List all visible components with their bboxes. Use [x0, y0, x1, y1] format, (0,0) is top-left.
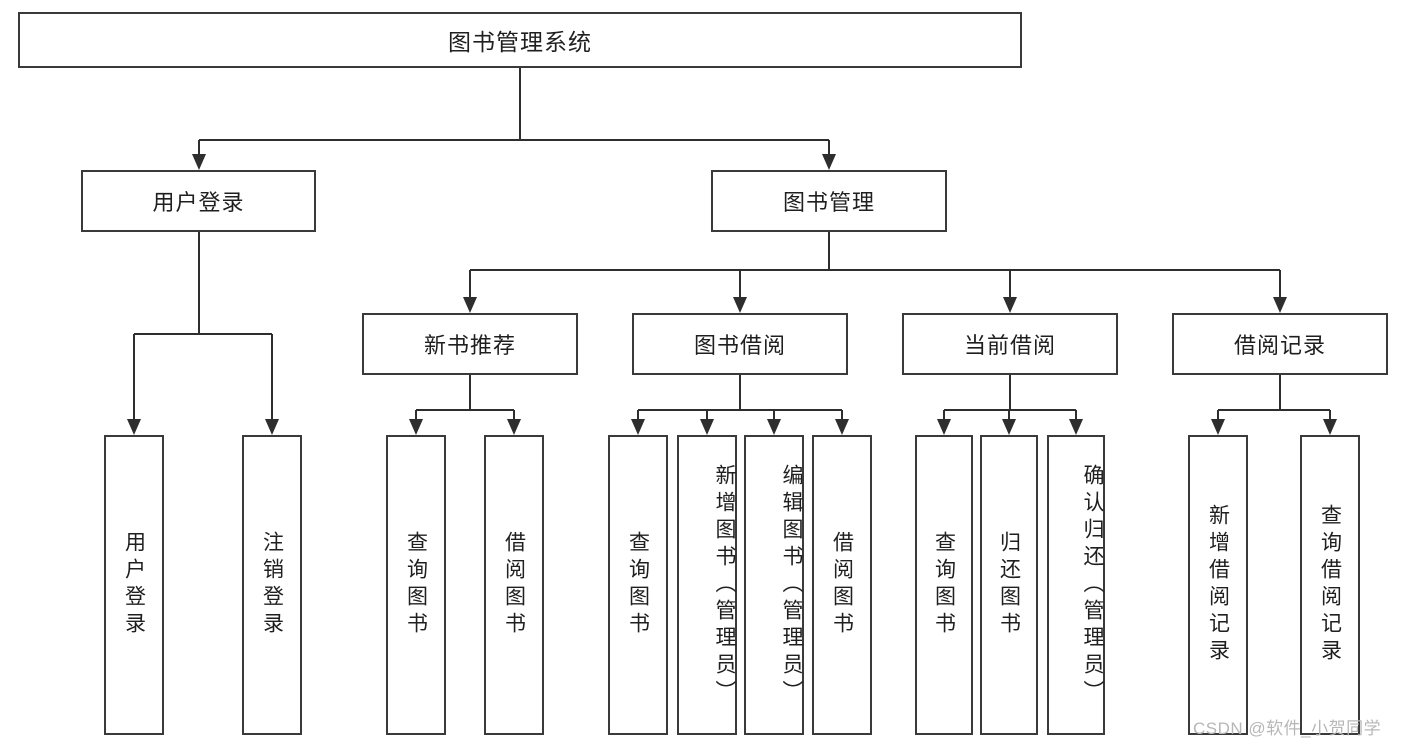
arrow-to-leaf-12 — [1323, 419, 1337, 435]
node-user-login[interactable]: 用户登录 — [81, 170, 316, 232]
arrow-to-leaf-9 — [1002, 419, 1016, 435]
connector-to-level3-3 — [1279, 270, 1281, 297]
leaf-query-borrow-record[interactable]: 查询借阅记录 — [1300, 435, 1360, 735]
arrow-to-leaf-4 — [631, 419, 645, 435]
node-label: 注销登录 — [260, 531, 284, 639]
node-label: 新书推荐 — [423, 333, 516, 358]
leaf-user-login[interactable]: 用户登录 — [104, 435, 164, 735]
arrow-to-level3-3 — [1273, 297, 1287, 313]
node-label: 借阅图书 — [502, 531, 526, 639]
node-label: 查询图书 — [626, 531, 650, 639]
node-book-management[interactable]: 图书管理 — [711, 170, 947, 232]
connector-to-leaf-2 — [415, 410, 417, 419]
leaf-borrow-books-rec[interactable]: 借阅图书 — [484, 435, 544, 735]
leaf-query-books-rec[interactable]: 查询图书 — [386, 435, 446, 735]
node-current-borrowing[interactable]: 当前借阅 — [902, 313, 1118, 375]
node-label: 借阅图书 — [830, 531, 854, 639]
connector-to-leaf-12 — [1329, 410, 1331, 419]
leaf-confirm-return-admin[interactable]: 确认归还（管理员） — [1047, 435, 1105, 735]
connector-to-leaf-4 — [637, 410, 639, 419]
connector-to-leaf-0 — [133, 334, 135, 419]
leaf-add-borrow-record[interactable]: 新增借阅记录 — [1188, 435, 1248, 735]
connector-to-level3-0 — [469, 270, 471, 297]
connector-bar-图书借阅 — [638, 409, 842, 411]
connector-bm-stem — [828, 232, 830, 270]
connector-bar-借阅记录 — [1218, 409, 1330, 411]
connector-to-level3-1 — [739, 270, 741, 297]
connector-to-leaf-6 — [773, 410, 775, 419]
node-label: 查询借阅记录 — [1318, 504, 1342, 666]
connector-to-leaf-7 — [841, 410, 843, 419]
node-label: 编辑图书（管理员） — [780, 463, 803, 707]
arrow-to-level3-1 — [733, 297, 747, 313]
connector-to-leaf-5 — [706, 410, 708, 419]
connector-root-bar — [198, 139, 829, 141]
node-label: 当前借阅 — [963, 333, 1056, 358]
node-label: 图书管理系统 — [448, 29, 592, 55]
connector-to-level3-2 — [1009, 270, 1011, 297]
connector-bar-新书推荐 — [416, 409, 514, 411]
node-label: 借阅记录 — [1233, 333, 1326, 358]
leaf-edit-book-admin[interactable]: 编辑图书（管理员） — [744, 435, 804, 735]
arrow-to-leaf-8 — [937, 419, 951, 435]
connector-to-leaf-3 — [513, 410, 515, 419]
arrow-to-level2-1 — [822, 154, 836, 170]
node-label: 查询图书 — [932, 531, 956, 639]
arrow-to-level3-0 — [463, 297, 477, 313]
node-label: 图书管理 — [782, 190, 875, 215]
connector-stem-用户登录 — [197, 232, 200, 334]
connector-to-leaf-11 — [1217, 410, 1219, 419]
connector-bm-bar — [470, 269, 1280, 271]
arrow-to-leaf-1 — [265, 419, 279, 435]
arrow-to-leaf-6 — [767, 419, 781, 435]
connector-to-leaf-1 — [271, 334, 273, 419]
leaf-query-books-borrow[interactable]: 查询图书 — [608, 435, 668, 735]
arrow-to-leaf-3 — [507, 419, 521, 435]
arrow-to-leaf-7 — [835, 419, 849, 435]
connector-to-leaf-10 — [1075, 410, 1077, 419]
node-label: 用户登录 — [152, 190, 245, 215]
leaf-add-book-admin[interactable]: 新增图书（管理员） — [677, 435, 737, 735]
node-borrow-records[interactable]: 借阅记录 — [1172, 313, 1388, 375]
leaf-logout[interactable]: 注销登录 — [242, 435, 302, 735]
connector-to-leaf-9 — [1008, 410, 1010, 419]
connector-to-leaf-8 — [943, 410, 945, 419]
arrow-to-leaf-5 — [700, 419, 714, 435]
connector-stem-新书推荐 — [469, 375, 471, 410]
connector-to-level2-1 — [828, 140, 830, 154]
leaf-borrow-books[interactable]: 借阅图书 — [812, 435, 872, 735]
connector-bar-当前借阅 — [944, 409, 1076, 411]
node-label: 新增图书（管理员） — [713, 463, 736, 707]
leaf-query-books-current[interactable]: 查询图书 — [915, 435, 973, 735]
connector-to-level2-0 — [197, 140, 200, 154]
arrow-to-leaf-11 — [1211, 419, 1225, 435]
arrow-to-leaf-2 — [409, 419, 423, 435]
connector-stem-图书借阅 — [739, 375, 741, 410]
arrow-to-level3-2 — [1003, 297, 1017, 313]
leaf-return-books[interactable]: 归还图书 — [980, 435, 1038, 735]
connector-root-stem — [519, 68, 521, 140]
node-book-borrowing[interactable]: 图书借阅 — [632, 313, 848, 375]
arrow-to-leaf-10 — [1069, 419, 1083, 435]
connector-stem-借阅记录 — [1279, 375, 1281, 410]
node-label: 归还图书 — [997, 531, 1021, 639]
node-label: 用户登录 — [122, 531, 146, 639]
arrow-to-level2-0 — [191, 154, 206, 170]
node-label: 查询图书 — [404, 531, 428, 639]
connector-stem-当前借阅 — [1009, 375, 1011, 410]
csdn-watermark: CSDN @软件_小贺同学 — [1193, 719, 1382, 738]
node-label: 图书借阅 — [693, 333, 786, 358]
node-new-book-recommendation[interactable]: 新书推荐 — [362, 313, 578, 375]
node-root-book-management-system[interactable]: 图书管理系统 — [18, 12, 1022, 68]
arrow-to-leaf-0 — [127, 419, 141, 435]
node-label: 确认归还（管理员） — [1081, 463, 1104, 707]
node-label: 新增借阅记录 — [1206, 504, 1230, 666]
connector-bar-用户登录 — [134, 333, 272, 335]
